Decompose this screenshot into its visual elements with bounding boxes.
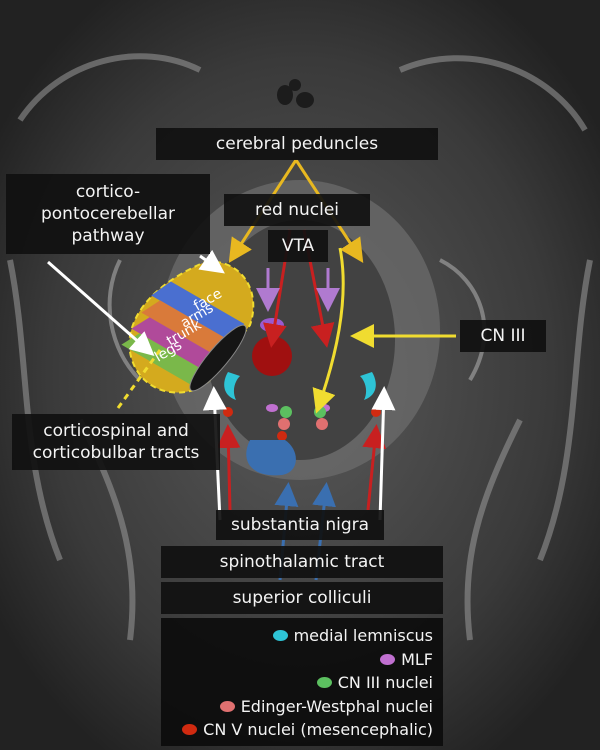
label-cn3: CN III xyxy=(460,320,546,352)
legend-swatch-icon xyxy=(182,724,197,735)
label-cortico-pontocerebellar: cortico- pontocerebellar pathway xyxy=(6,174,210,254)
legend-swatch-icon xyxy=(317,677,332,688)
vta-region xyxy=(260,318,284,332)
legend-item: MLF xyxy=(165,648,433,672)
label-cortico-line2: pontocerebellar xyxy=(41,203,175,225)
legend-swatch-icon xyxy=(220,701,235,712)
label-corticospinal-line1: corticospinal and xyxy=(43,420,189,442)
label-cerebral-peduncles: cerebral peduncles xyxy=(156,128,438,160)
label-cortico-line3: pathway xyxy=(71,225,144,247)
legend-label: CN III nuclei xyxy=(338,673,433,692)
legend-item: CN V nuclei (mesencephalic) xyxy=(165,718,433,742)
label-vta: VTA xyxy=(268,230,328,262)
label-cortico-line1: cortico- xyxy=(76,181,140,203)
legend-label: Edinger-Westphal nuclei xyxy=(241,697,433,716)
legend-label: medial lemniscus xyxy=(294,626,433,645)
legend-item: CN III nuclei xyxy=(165,671,433,695)
label-corticospinal: corticospinal and corticobulbar tracts xyxy=(12,414,220,470)
legend-swatch-icon xyxy=(273,630,288,641)
legend-label: CN V nuclei (mesencephalic) xyxy=(203,720,433,739)
label-spinothalamic-tract: spinothalamic tract xyxy=(161,546,443,578)
legend-item: Edinger-Westphal nuclei xyxy=(165,695,433,719)
legend-item: medial lemniscus xyxy=(165,624,433,648)
legend-label: MLF xyxy=(401,650,433,669)
label-substantia-nigra: substantia nigra xyxy=(216,510,384,540)
label-superior-colliculi: superior colliculi xyxy=(161,582,443,614)
legend-swatch-icon xyxy=(380,654,395,665)
label-red-nuclei: red nuclei xyxy=(224,194,370,226)
label-corticospinal-line2: corticobulbar tracts xyxy=(33,442,200,464)
